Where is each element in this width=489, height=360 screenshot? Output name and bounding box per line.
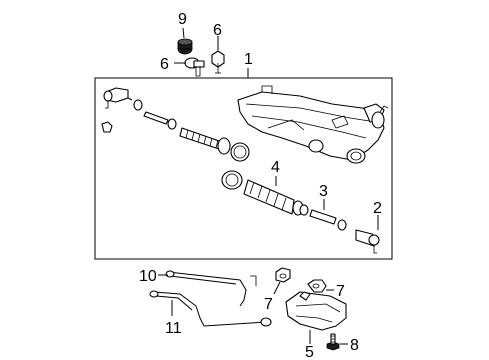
- part-7-nut-right: [307, 279, 327, 293]
- callout-6-upper: 6: [213, 22, 222, 39]
- callout-6-left: 6: [160, 56, 169, 73]
- part-9-bushing: [177, 38, 193, 55]
- part-2-tie-rod-end: [355, 229, 380, 254]
- callout-8: 8: [350, 337, 359, 354]
- gear-assembly-frame: [94, 77, 393, 260]
- part-7-clip-left: [275, 267, 291, 283]
- part-6-nut-upper: [211, 50, 225, 74]
- callout-5: 5: [305, 344, 314, 360]
- boot-left: [179, 127, 250, 162]
- inner-tie-rod-left: [133, 99, 177, 130]
- part-10-pressure-line: [165, 270, 257, 307]
- rack-housing: [237, 85, 389, 164]
- leader-tie-rod-left: [127, 97, 133, 101]
- callout-7-right: 7: [336, 283, 345, 300]
- callout-11: 11: [165, 320, 182, 337]
- callout-1: 1: [244, 51, 253, 68]
- callout-9: 9: [178, 11, 187, 28]
- part-5-bracket: [285, 291, 347, 331]
- leader-9: [182, 27, 185, 39]
- part-6-bolt-left: [184, 57, 205, 77]
- callout-2: 2: [373, 200, 382, 217]
- callout-3: 3: [319, 183, 328, 200]
- part-3-inner-tie-rod: [299, 204, 347, 231]
- callout-4: 4: [271, 159, 280, 176]
- tie-rod-end-left: [101, 87, 129, 133]
- part-8-bolt: [326, 333, 340, 351]
- callout-7-left: 7: [264, 296, 273, 313]
- part-11-return-line: [149, 290, 272, 327]
- callout-10: 10: [139, 268, 157, 285]
- part-4-boot-right: [221, 170, 304, 216]
- leader-7-left: [273, 281, 281, 295]
